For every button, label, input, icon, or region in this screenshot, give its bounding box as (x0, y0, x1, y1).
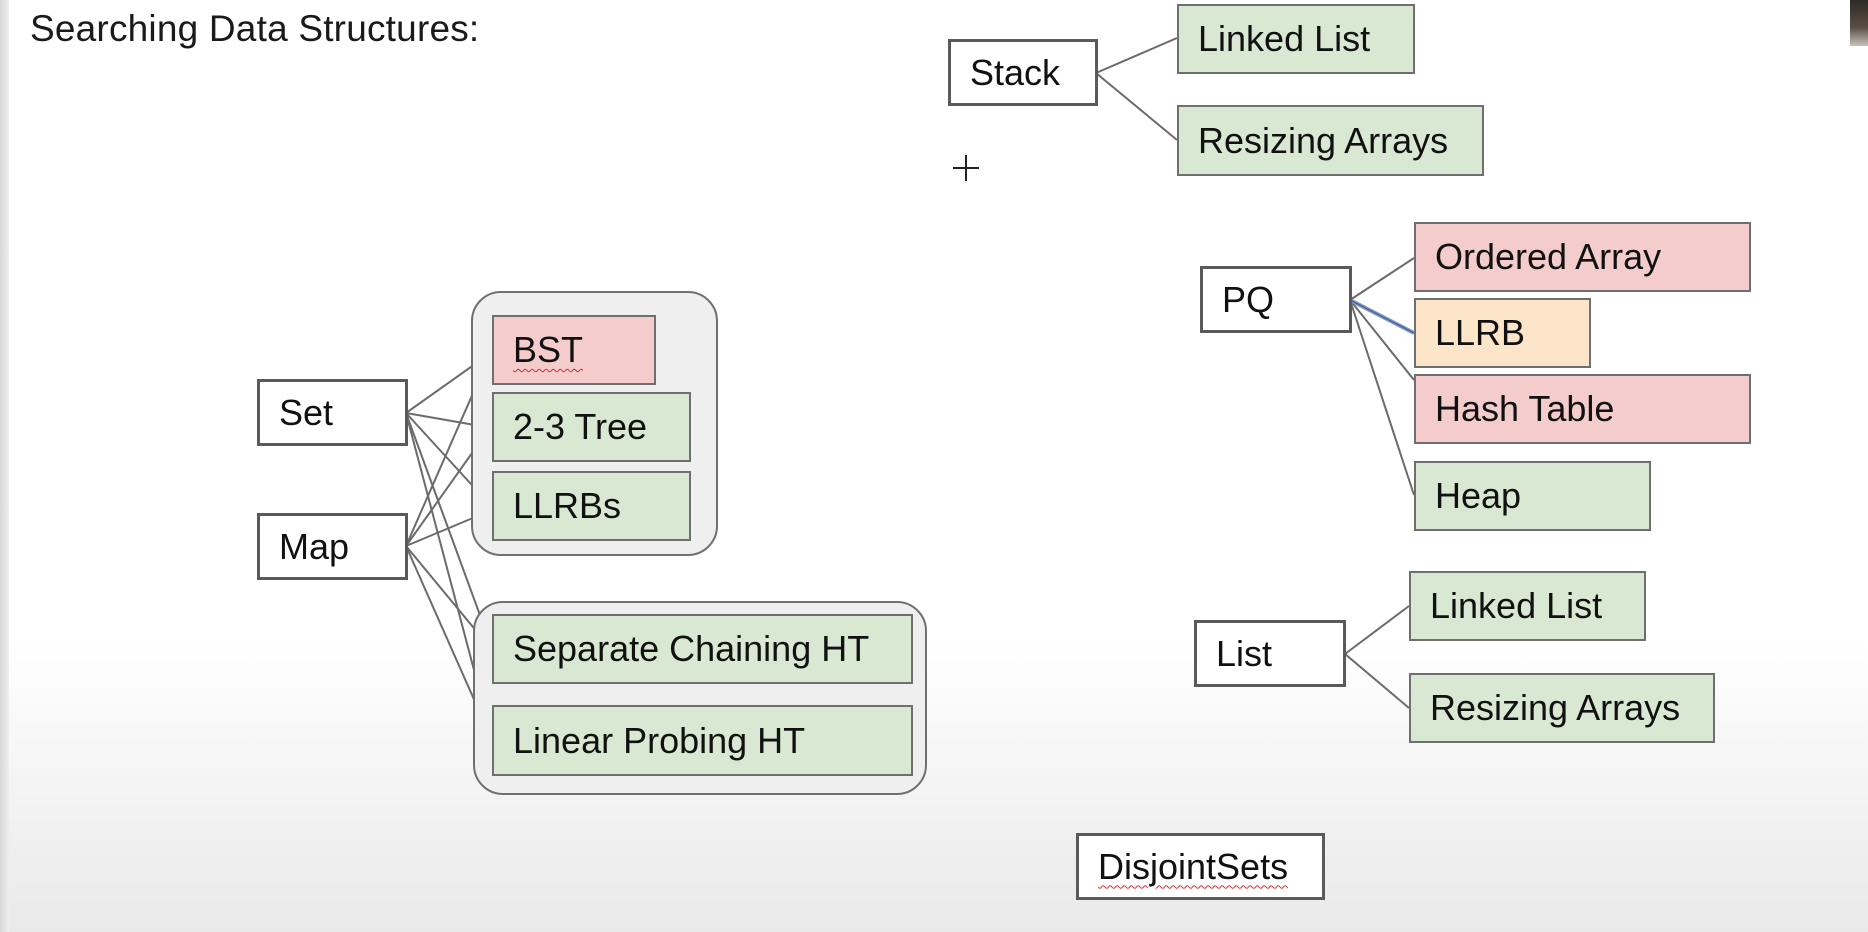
edge-stack-linked-list (1095, 37, 1178, 74)
disjoint-sets-label: DisjointSets (1098, 845, 1289, 887)
crosshair-cursor-icon (953, 155, 979, 181)
list-linked-list-node[interactable]: Linked List (1409, 571, 1646, 641)
set-node[interactable]: Set (257, 379, 408, 446)
stack-node[interactable]: Stack (948, 39, 1098, 106)
edge-pq-ordered-array (1349, 257, 1415, 301)
map-node[interactable]: Map (257, 513, 408, 580)
edge-list-resizing-arrays (1344, 653, 1410, 709)
edge-pq-heap (1349, 299, 1415, 496)
two-three-tree-node[interactable]: 2-3 Tree (492, 392, 691, 462)
edge-list-linked-list (1344, 605, 1410, 655)
linear-probing-ht-node[interactable]: Linear Probing HT (492, 705, 913, 776)
stack-linked-list-node[interactable]: Linked List (1177, 4, 1415, 74)
list-resizing-arrays-node[interactable]: Resizing Arrays (1409, 673, 1715, 743)
pq-llrb-node[interactable]: LLRB (1414, 298, 1591, 368)
corner-thumbnail (1850, 0, 1868, 46)
slide-title: Searching Data Structures: (30, 8, 480, 49)
pq-node[interactable]: PQ (1200, 266, 1352, 333)
pq-hash-table-node[interactable]: Hash Table (1414, 374, 1751, 444)
edge-pq-hash-table (1349, 299, 1415, 381)
stack-resizing-arrays-node[interactable]: Resizing Arrays (1177, 105, 1484, 176)
bst-node[interactable]: BST (492, 315, 656, 385)
bst-label: BST (513, 329, 584, 370)
list-node[interactable]: List (1194, 620, 1346, 687)
edge-set-separate-chaining (405, 412, 493, 649)
disjoint-sets-node[interactable]: DisjointSets (1076, 833, 1325, 900)
llrbs-node[interactable]: LLRBs (492, 471, 691, 541)
edge-stack-resizing-arrays (1095, 72, 1178, 141)
pq-ordered-array-node[interactable]: Ordered Array (1414, 222, 1751, 292)
pq-heap-node[interactable]: Heap (1414, 461, 1651, 531)
window-edge (0, 0, 9, 932)
separate-chaining-ht-node[interactable]: Separate Chaining HT (492, 614, 913, 684)
